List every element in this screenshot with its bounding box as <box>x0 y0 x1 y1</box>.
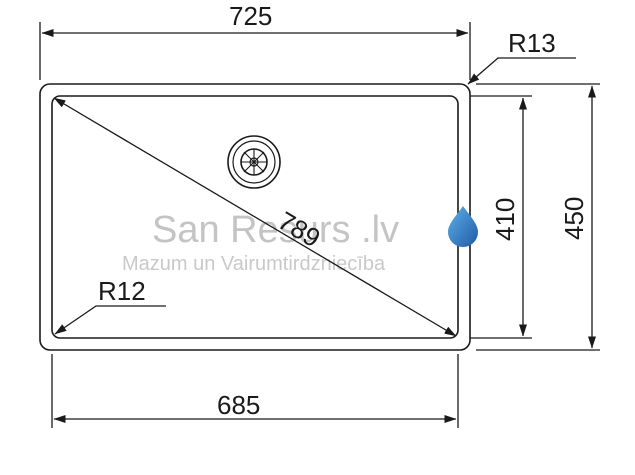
outer-height-label: 450 <box>559 197 589 240</box>
outer-height-dimension <box>476 83 600 351</box>
drain-icon <box>227 135 281 189</box>
outer-width-label: 725 <box>229 1 272 31</box>
outer-width-dimension <box>39 22 471 80</box>
outer-radius-callout <box>467 57 576 85</box>
inner-height-dimension <box>470 95 532 339</box>
inner-width-dimension <box>51 354 459 428</box>
water-drop-icon <box>448 206 478 247</box>
inner-radius-label: R12 <box>98 276 146 306</box>
inner-radius-callout <box>54 305 166 335</box>
outer-radius-label: R13 <box>508 28 556 58</box>
inner-height-label: 410 <box>490 198 520 241</box>
inner-width-label: 685 <box>217 390 260 420</box>
diagonal-dimension-line <box>53 97 457 337</box>
